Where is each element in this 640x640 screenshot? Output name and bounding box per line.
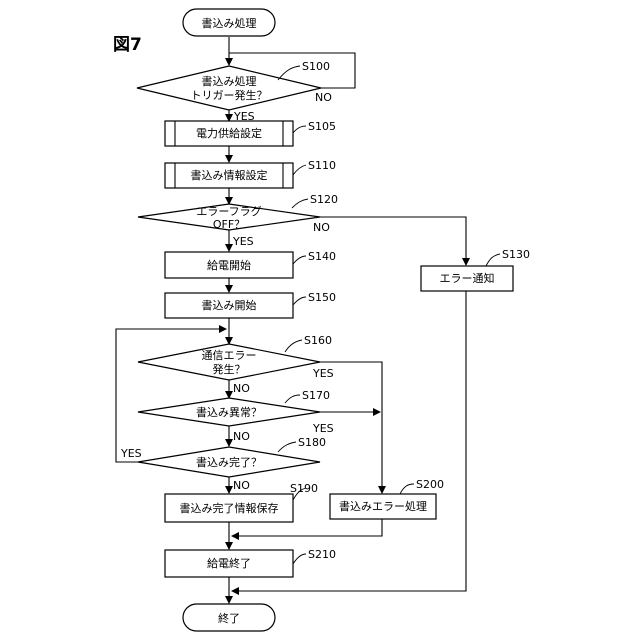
step-label-s190: S190 xyxy=(290,482,318,495)
branch-s100-no: NO xyxy=(315,91,332,104)
step-label-s100: S100 xyxy=(302,60,330,73)
s100-text-line2: トリガー発生？ xyxy=(191,88,268,102)
branch-s180-no: NO xyxy=(233,479,250,492)
step-label-s130: S130 xyxy=(502,248,530,261)
figure-label: 図7 xyxy=(113,35,142,55)
branch-s180-yes: YES xyxy=(120,447,142,460)
decision-s100 xyxy=(137,66,321,110)
arrow-s120-no-to-s130 xyxy=(320,217,466,265)
s180-text: 書込み完了？ xyxy=(196,455,262,469)
step-label-s180: S180 xyxy=(298,436,326,449)
start-label: 書込み処理 xyxy=(202,16,257,30)
step-label-s140: S140 xyxy=(308,250,336,263)
s210-text: 給電終了 xyxy=(207,556,251,570)
end-label: 終了 xyxy=(218,611,240,625)
s160-text-line2: 発生？ xyxy=(213,362,246,376)
step-labels: S100 S105 S110 S120 S130 S140 S150 S160 … xyxy=(278,60,530,564)
step-label-s150: S150 xyxy=(308,291,336,304)
step-label-s200: S200 xyxy=(416,478,444,491)
step-label-s120: S120 xyxy=(310,193,338,206)
s130-text: エラー通知 xyxy=(440,271,495,285)
arrow-s130-to-end xyxy=(232,291,466,591)
branch-s100-yes: YES xyxy=(233,110,255,123)
s160-text-line1: 通信エラー xyxy=(202,349,257,362)
branch-s160-yes: YES xyxy=(312,367,334,380)
branch-s170-no: NO xyxy=(233,430,250,443)
branch-labels: NO YES NO YES YES NO YES NO YES NO xyxy=(120,91,334,492)
branch-s120-no: NO xyxy=(313,221,330,234)
s150-text: 書込み開始 xyxy=(202,298,257,312)
branch-s170-yes: YES xyxy=(312,422,334,435)
s200-text: 書込みエラー処理 xyxy=(339,499,427,513)
s170-text: 書込み異常？ xyxy=(196,405,262,419)
s105-text: 電力供給設定 xyxy=(196,126,262,140)
s190-text: 書込み完了情報保存 xyxy=(180,501,279,515)
branch-s160-no: NO xyxy=(233,382,250,395)
branch-s120-yes: YES xyxy=(232,235,254,248)
step-label-s110: S110 xyxy=(308,159,336,172)
s100-text-line1: 書込み処理 xyxy=(202,74,257,88)
step-label-s210: S210 xyxy=(308,548,336,561)
step-label-s170: S170 xyxy=(302,389,330,402)
s120-text-line1: エラーフラグ xyxy=(196,204,261,218)
s140-text: 給電開始 xyxy=(207,258,251,272)
s120-text-line2: OFF？ xyxy=(213,218,245,231)
step-label-s160: S160 xyxy=(304,334,332,347)
step-label-s105: S105 xyxy=(308,120,336,133)
s110-text: 書込み情報設定 xyxy=(191,168,268,182)
